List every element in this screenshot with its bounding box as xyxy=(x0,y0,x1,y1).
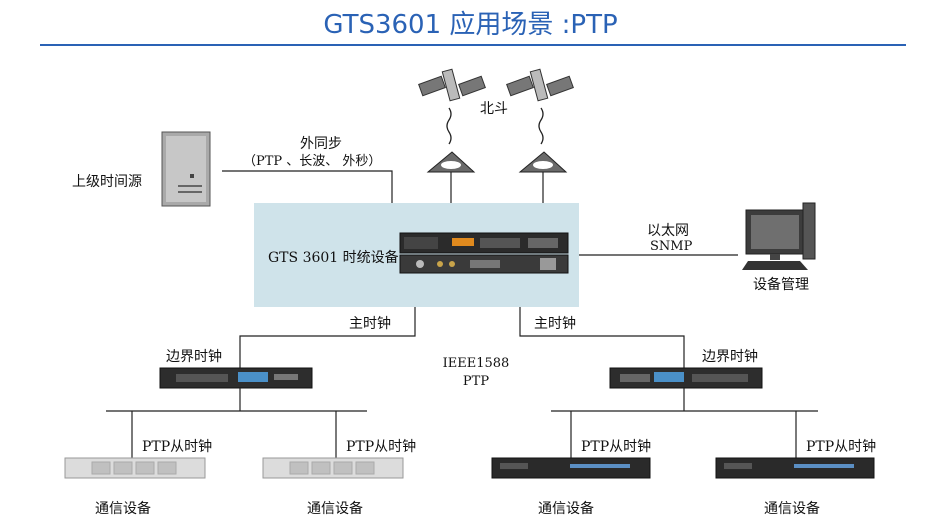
boundary-clock-label-left: 边界时钟 xyxy=(166,349,222,365)
ieee1588-label: IEEE1588 xyxy=(442,356,510,371)
comm-device-label-4: 通信设备 xyxy=(764,501,820,517)
antenna-icon-right xyxy=(518,151,568,173)
comm-device-label-1: 通信设备 xyxy=(95,501,151,517)
server-icon xyxy=(161,131,211,207)
device-label: GTS 3601 时统设备 xyxy=(268,250,399,266)
snmp-label: SNMP xyxy=(650,239,693,254)
ext-sync-detail-label: （PTP 、长波、 外秒） xyxy=(243,154,382,169)
comm-device-icon-2 xyxy=(262,457,404,479)
antenna-icon-left xyxy=(426,151,476,173)
satellite-icon-left xyxy=(418,68,486,102)
boundary-clock-icon-left xyxy=(159,367,313,389)
beidou-label: 北斗 xyxy=(480,101,508,117)
boundary-clock-label-right: 边界时钟 xyxy=(702,349,758,365)
boundary-clock-icon-right xyxy=(609,367,763,389)
ptp-slave-label-3: PTP从时钟 xyxy=(581,439,652,455)
gts3601-device-icon xyxy=(399,232,569,274)
comm-device-label-2: 通信设备 xyxy=(307,501,363,517)
satellite-icon-right xyxy=(506,68,574,102)
page-title: GTS3601 应用场景 :PTP xyxy=(323,10,618,40)
ptp-slave-label-4: PTP从时钟 xyxy=(806,439,877,455)
device-mgmt-label: 设备管理 xyxy=(753,277,809,293)
master-clock-label-left: 主时钟 xyxy=(349,316,391,332)
comm-device-icon-1 xyxy=(64,457,206,479)
ptp-slave-label-2: PTP从时钟 xyxy=(346,439,417,455)
comm-device-icon-4 xyxy=(715,457,875,479)
computer-icon xyxy=(742,202,816,270)
signal-line-right xyxy=(538,107,544,145)
upstream-source-label: 上级时间源 xyxy=(72,174,142,190)
ptp-slave-label-1: PTP从时钟 xyxy=(142,439,213,455)
ext-sync-label: 外同步 xyxy=(300,136,342,152)
comm-device-label-3: 通信设备 xyxy=(538,501,594,517)
title-divider xyxy=(40,44,906,46)
ptp-label: PTP xyxy=(462,374,490,389)
master-clock-label-right: 主时钟 xyxy=(534,316,576,332)
comm-device-icon-3 xyxy=(491,457,651,479)
ethernet-label: 以太网 xyxy=(647,223,689,239)
signal-line-left xyxy=(446,107,452,145)
